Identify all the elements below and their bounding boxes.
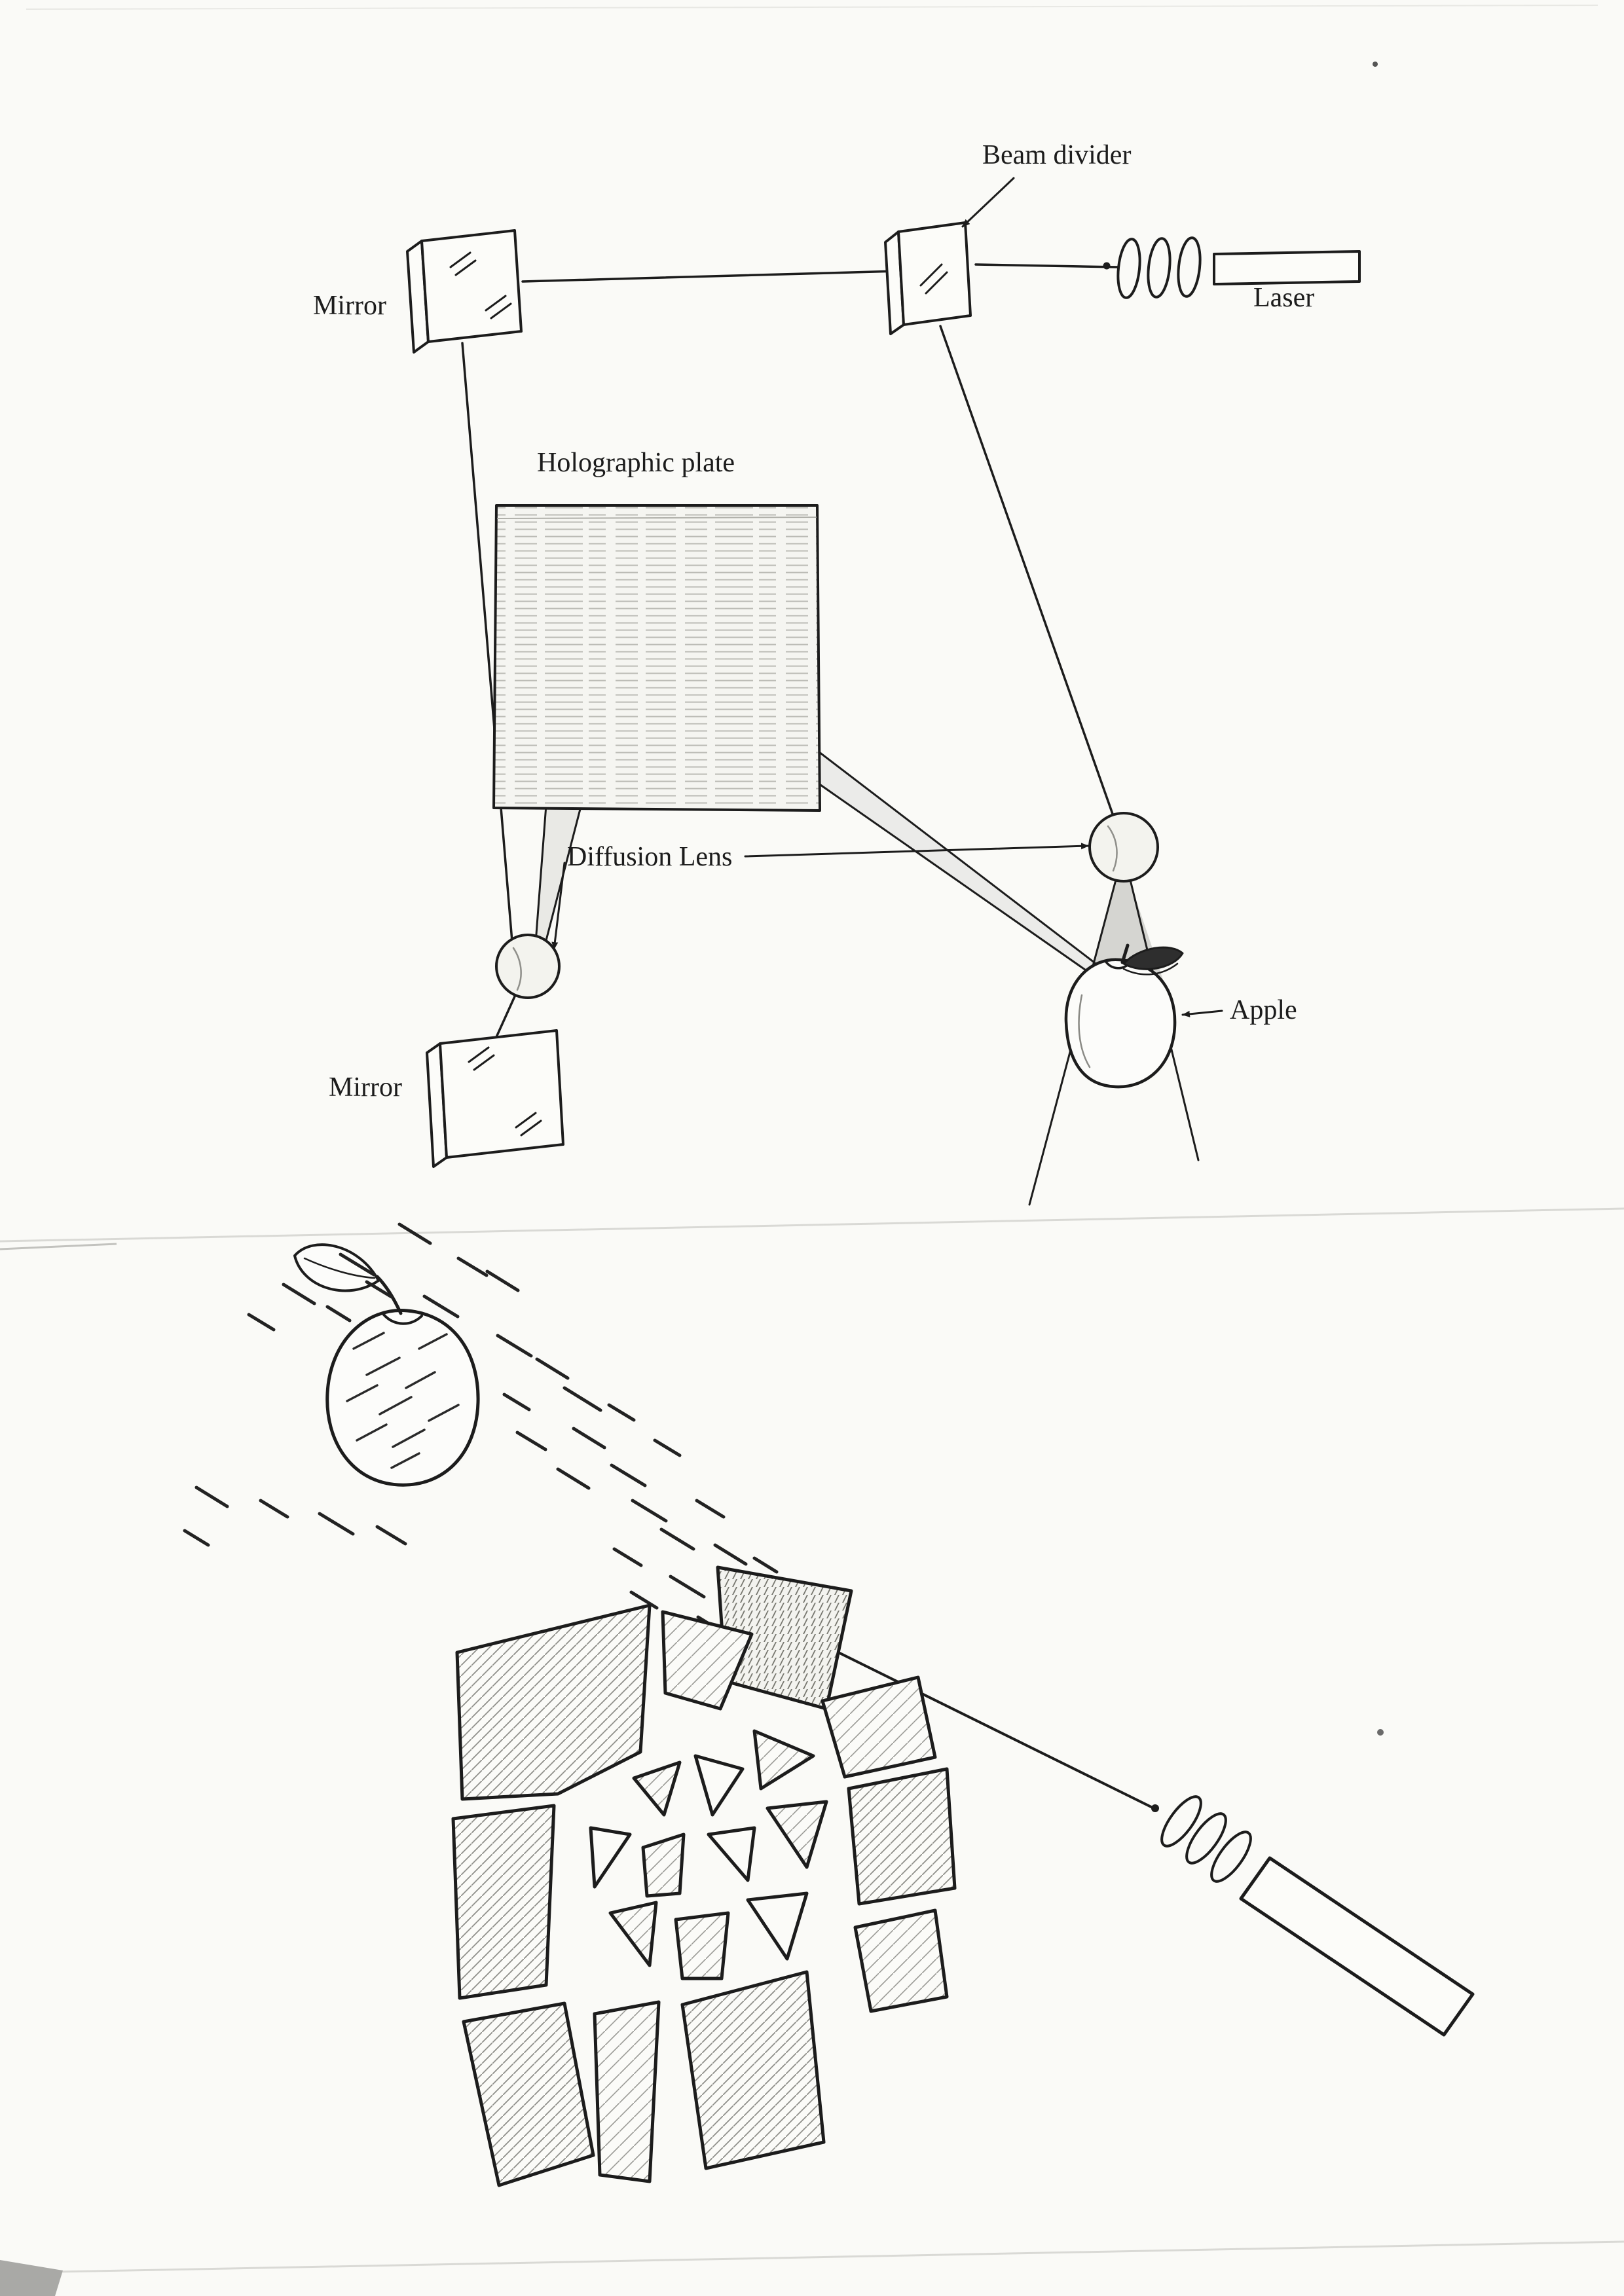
plate-shard — [766, 1800, 828, 1869]
plate-shard — [589, 1826, 632, 1889]
label-diffusion-lens: Diffusion Lens — [567, 842, 732, 872]
holographic-plate-shape — [492, 504, 821, 812]
plate-shard — [661, 1610, 754, 1711]
reconstruction-diagram — [183, 1222, 1475, 2187]
plate-shard — [608, 1901, 658, 1967]
ink-speck — [1373, 62, 1378, 67]
corner-shadow — [0, 2260, 63, 2296]
laser-tube — [1213, 250, 1361, 285]
beam-dot — [1151, 1804, 1159, 1812]
beam-line-lens-to-mirror — [495, 995, 516, 1038]
apple-leaf-vein — [303, 1257, 376, 1279]
apple-leader — [1181, 1010, 1223, 1017]
laser-beam-lines — [461, 262, 1120, 1038]
apple-body — [1064, 958, 1177, 1089]
apple-top-indent — [382, 1313, 423, 1325]
lens-upper-shading — [1107, 825, 1118, 872]
laser-tube — [1239, 1856, 1475, 2037]
beam-line-laser-to-divider — [974, 263, 1120, 268]
apple-stem — [1120, 943, 1130, 964]
plate-shard — [707, 1826, 756, 1882]
lens-lower-shading — [512, 947, 522, 991]
page-bottom-edge-line — [58, 2240, 1624, 2273]
plate-shard — [847, 1767, 957, 1906]
apple-leaf — [293, 1243, 380, 1292]
apple-stem — [375, 1275, 403, 1315]
plate-shard — [641, 1832, 686, 1898]
label-apple: Apple — [1230, 995, 1297, 1025]
plate-shard — [455, 1603, 652, 1801]
plate-shard — [451, 1804, 556, 2000]
mirror-shine-marks — [468, 1046, 542, 1137]
shattered-plate — [451, 1603, 957, 2187]
diffusion-lens-left-leader — [551, 862, 566, 951]
apple-drawing — [1064, 943, 1184, 1089]
laser-icon — [1116, 236, 1361, 299]
apple-leaf-underline — [1122, 962, 1179, 975]
label-laser: Laser — [1253, 283, 1314, 313]
laser-coil — [1116, 236, 1202, 299]
diffusion-lens-upper — [1088, 812, 1159, 883]
plate-top-pencil-line — [497, 517, 817, 519]
beam-divider-shape — [884, 221, 972, 335]
laser-bottom-icon — [1160, 1795, 1475, 2037]
label-mirror-top: Mirror — [313, 291, 386, 321]
beam-line-divider-to-lens — [939, 325, 1115, 817]
diffusion-lens-lower — [495, 934, 561, 999]
mirror-front-face — [420, 229, 523, 343]
label-beam-divider: Beam divider — [982, 140, 1131, 170]
mirror-top-shape — [406, 229, 523, 354]
beam-line-mirror-down — [461, 342, 513, 943]
apple-inner-dashes — [346, 1332, 460, 1469]
recording-diagram: Beam divider Mirror Laser Holographic pl… — [313, 140, 1361, 1206]
plate-shard — [462, 2001, 595, 2187]
mirror-bottom-shape — [426, 1029, 564, 1168]
reconstructed-apple — [293, 1243, 480, 1487]
paper-artifacts — [0, 5, 1624, 2296]
ink-speck — [1377, 1729, 1384, 1736]
scan-edge-line — [26, 5, 1598, 10]
plate-shard — [821, 1675, 937, 1779]
mirror-front-face — [439, 1029, 564, 1159]
mirror-shine-marks — [449, 251, 512, 319]
plate-shard — [593, 2000, 661, 2183]
plate-shard — [680, 1970, 826, 2170]
beam-divider-leader — [961, 177, 1015, 228]
beam-dot — [1103, 262, 1111, 270]
label-holographic-plate: Holographic plate — [537, 448, 735, 478]
apple-leaf — [1122, 946, 1184, 970]
light-ray-dashes — [183, 1222, 811, 1665]
leader-lines — [551, 177, 1223, 1017]
divider-front-face — [897, 221, 972, 326]
plate-shard — [853, 1908, 949, 2013]
plate-shard — [752, 1729, 815, 1791]
plate-shard — [674, 1911, 730, 1980]
label-mirror-bottom: Mirror — [329, 1072, 402, 1102]
divider-shine-marks — [919, 263, 948, 295]
fold-line — [0, 1207, 1624, 1243]
apple-body — [325, 1309, 480, 1487]
fold-line-left — [0, 1243, 117, 1250]
apple-shading — [1078, 994, 1091, 1068]
diffusion-lens-right-leader — [744, 843, 1090, 858]
plate-shard — [632, 1760, 682, 1817]
laser-coil — [1160, 1795, 1252, 1883]
beam-line-divider-to-mirror — [521, 270, 900, 283]
plate-shard — [746, 1891, 809, 1961]
beam-line-laser-to-shard — [821, 1643, 1153, 1808]
plate-shard — [693, 1754, 745, 1817]
